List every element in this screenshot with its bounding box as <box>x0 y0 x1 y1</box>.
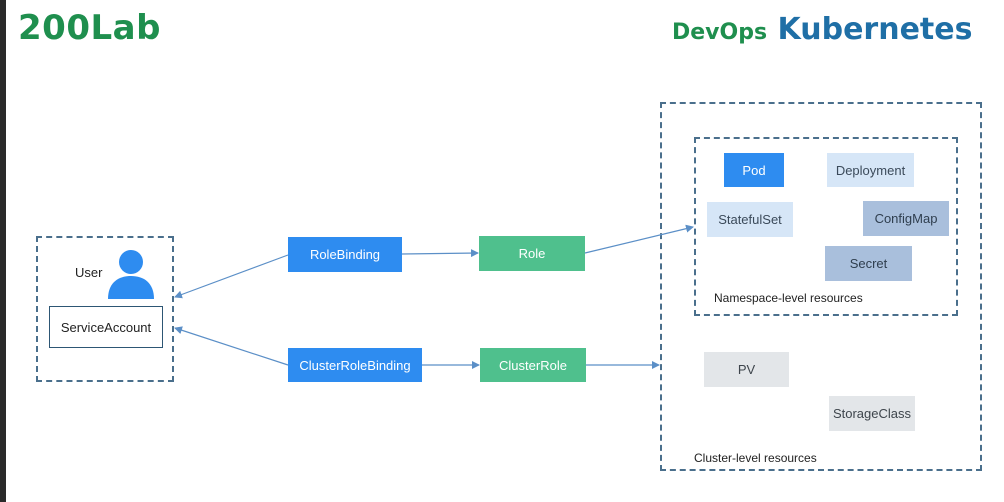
arrow-clusterrolebinding-to-subject <box>174 326 289 366</box>
arrow-rolebinding-to-role <box>401 249 479 258</box>
namespace-level-caption: Namespace-level resources <box>714 291 863 305</box>
subject-group <box>36 236 174 382</box>
window-edge <box>0 0 6 502</box>
configmap-box: ConfigMap <box>863 201 949 236</box>
service-account-box: ServiceAccount <box>49 306 163 348</box>
user-label: User <box>75 265 103 280</box>
storageclass-box: StorageClass <box>829 396 915 431</box>
brand-title: DevOps Kubernetes <box>672 12 972 47</box>
arrow-rolebinding-to-subject <box>174 254 289 299</box>
deployment-box: Deployment <box>827 153 914 187</box>
pod-box: Pod <box>724 153 784 187</box>
brand-kubernetes: Kubernetes <box>777 12 973 47</box>
brand-devops: DevOps <box>672 20 768 45</box>
cluster-role-box: ClusterRole <box>480 348 586 382</box>
logo-200lab: 200Lab <box>18 8 161 48</box>
cluster-role-binding-box: ClusterRoleBinding <box>288 348 422 382</box>
cluster-level-group <box>660 102 982 471</box>
namespace-level-group <box>694 137 958 316</box>
statefulset-box: StatefulSet <box>707 202 793 237</box>
cluster-level-caption: Cluster-level resources <box>694 451 817 465</box>
pv-box: PV <box>704 352 789 387</box>
secret-box: Secret <box>825 246 912 281</box>
role-box: Role <box>479 236 585 271</box>
user-icon <box>108 250 154 299</box>
role-binding-box: RoleBinding <box>288 237 402 272</box>
